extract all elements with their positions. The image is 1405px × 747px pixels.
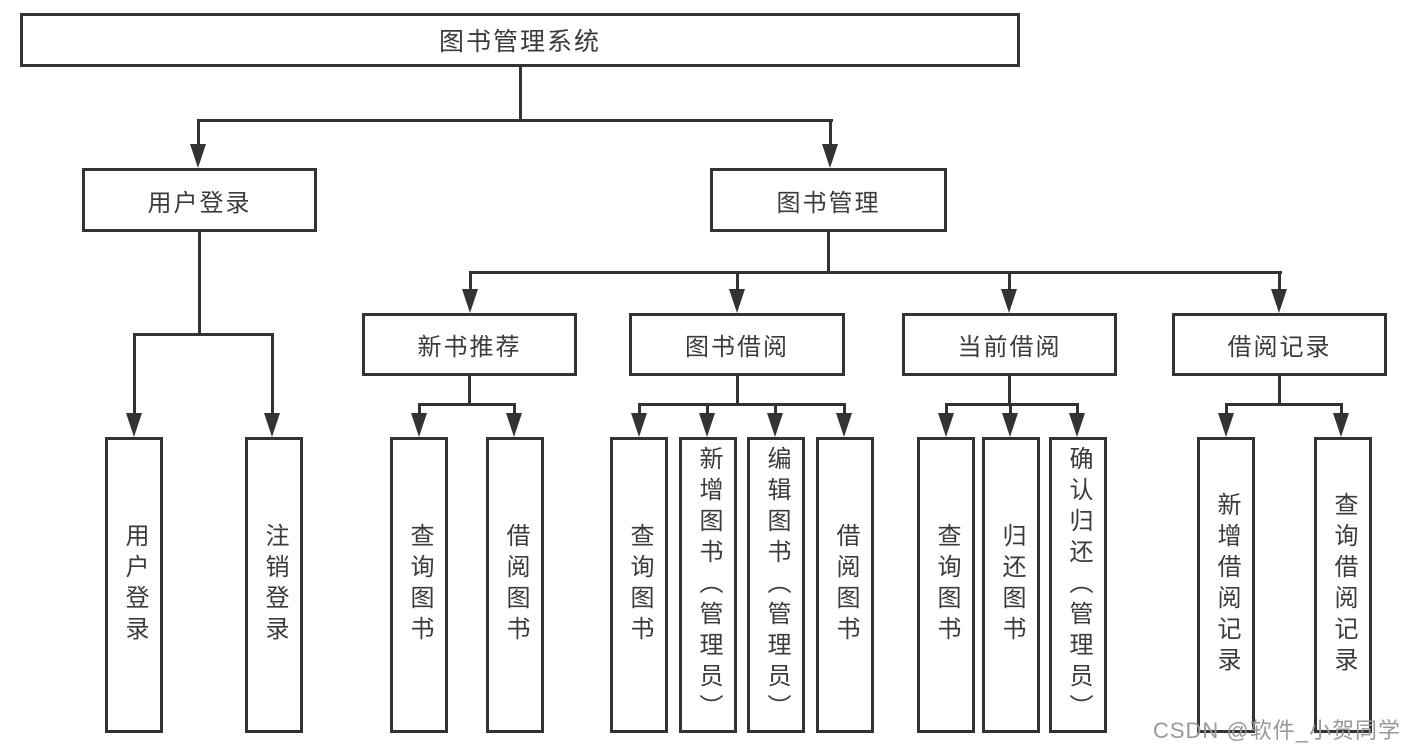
leaf-logout: 注销登录 — [245, 437, 303, 733]
leaf-label: 编辑图书（管理员） — [763, 445, 790, 725]
arrow-down-icon — [1218, 413, 1234, 437]
arrow-down-icon — [126, 413, 142, 437]
connector-line — [468, 376, 471, 406]
connector-line — [1008, 376, 1011, 406]
connector-line — [706, 403, 709, 415]
leaf-label: 查询借阅记录 — [1330, 492, 1357, 678]
arrow-down-icon — [411, 413, 427, 437]
connector-line — [469, 271, 1282, 274]
leaf-edit-books-admin: 编辑图书（管理员） — [747, 437, 805, 733]
connector-line — [469, 271, 472, 291]
leaf-label: 查询图书 — [933, 523, 960, 647]
node-new-book-recommend: 新书推荐 — [362, 313, 577, 376]
connector-line — [271, 333, 274, 413]
node-book-management: 图书管理 — [710, 168, 947, 232]
connector-line — [638, 403, 846, 406]
connector-line — [736, 271, 739, 291]
leaf-query-books-recommend: 查询图书 — [390, 437, 448, 733]
leaf-label: 借阅图书 — [832, 523, 859, 647]
arrow-down-icon — [1001, 289, 1017, 313]
connector-line — [945, 403, 948, 415]
leaf-borrow-books-recommend: 借阅图书 — [486, 437, 544, 733]
leaf-label: 查询图书 — [406, 523, 433, 647]
arrow-down-icon — [1333, 413, 1349, 437]
leaf-label: 注销登录 — [261, 523, 288, 647]
node-borrowing-records: 借阅记录 — [1172, 313, 1387, 376]
leaf-label: 确认归还（管理员） — [1065, 445, 1092, 725]
connector-line — [843, 403, 846, 415]
connector-line — [1009, 403, 1012, 415]
node-user-login: 用户登录 — [82, 168, 317, 232]
connector-line — [198, 232, 201, 336]
leaf-confirm-return-admin: 确认归还（管理员） — [1049, 437, 1107, 733]
connector-line — [829, 119, 832, 146]
connector-line — [133, 333, 136, 413]
connector-line — [1225, 403, 1228, 415]
connector-line — [1076, 403, 1079, 415]
connector-line — [1225, 403, 1343, 406]
connector-line — [519, 67, 522, 122]
connector-line — [1278, 376, 1281, 406]
arrow-down-icon — [938, 413, 954, 437]
connector-line — [736, 376, 739, 406]
arrow-down-icon — [190, 144, 206, 168]
leaf-return-books: 归还图书 — [982, 437, 1040, 733]
arrow-down-icon — [1069, 413, 1085, 437]
connector-line — [827, 232, 830, 274]
leaf-label: 新增图书（管理员） — [695, 445, 722, 725]
leaf-label: 借阅图书 — [502, 523, 529, 647]
leaf-label: 新增借阅记录 — [1213, 492, 1240, 678]
connector-line — [1008, 271, 1011, 291]
connector-line — [1340, 403, 1343, 415]
arrow-down-icon — [631, 413, 647, 437]
arrow-down-icon — [767, 413, 783, 437]
leaf-label: 查询图书 — [626, 523, 653, 647]
connector-line — [945, 403, 1079, 406]
connector-line — [133, 333, 274, 336]
connector-line — [418, 403, 421, 415]
arrow-down-icon — [699, 413, 715, 437]
arrow-down-icon — [264, 413, 280, 437]
arrow-down-icon — [1271, 289, 1287, 313]
connector-line — [513, 403, 516, 415]
leaf-label: 用户登录 — [121, 523, 148, 647]
arrow-down-icon — [729, 289, 745, 313]
node-root: 图书管理系统 — [20, 13, 1020, 67]
watermark: CSDN @软件_小贺同学 — [1152, 718, 1401, 743]
arrow-down-icon — [822, 144, 838, 168]
leaf-label: 归还图书 — [998, 523, 1025, 647]
arrow-down-icon — [506, 413, 522, 437]
leaf-query-books-current: 查询图书 — [917, 437, 975, 733]
leaf-add-books-admin: 新增图书（管理员） — [679, 437, 737, 733]
leaf-query-books-borrowing: 查询图书 — [610, 437, 668, 733]
node-current-borrowing: 当前借阅 — [902, 313, 1117, 376]
connector-line — [197, 119, 833, 122]
arrow-down-icon — [462, 289, 478, 313]
connector-line — [1278, 271, 1281, 291]
leaf-borrow-books: 借阅图书 — [816, 437, 874, 733]
leaf-query-borrow-record: 查询借阅记录 — [1314, 437, 1372, 733]
connector-line — [774, 403, 777, 415]
connector-line — [197, 119, 200, 146]
connector-line — [418, 403, 516, 406]
leaf-user-login: 用户登录 — [105, 437, 163, 733]
leaf-add-borrow-record: 新增借阅记录 — [1197, 437, 1255, 733]
node-book-borrowing: 图书借阅 — [629, 313, 845, 376]
connector-line — [638, 403, 641, 415]
arrow-down-icon — [1002, 413, 1018, 437]
arrow-down-icon — [836, 413, 852, 437]
